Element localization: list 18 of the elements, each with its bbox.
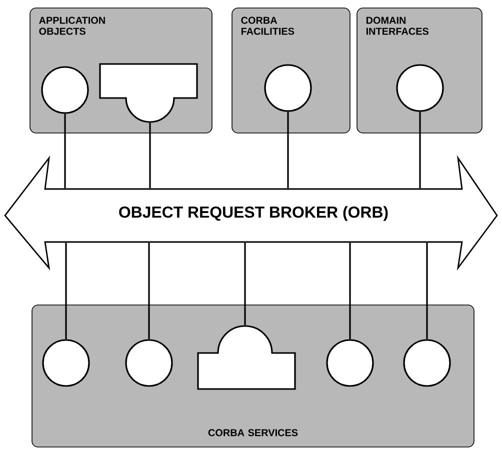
object-shape — [197, 325, 296, 390]
object-shape — [99, 63, 198, 123]
connector-line — [148, 242, 150, 340]
connector-line — [419, 112, 421, 188]
connector-line — [65, 242, 67, 340]
connector-line — [426, 242, 428, 340]
object-circle — [396, 64, 444, 112]
connector-line — [149, 122, 151, 188]
object-circle — [403, 339, 451, 387]
object-circle — [42, 339, 90, 387]
object-circle — [125, 339, 173, 387]
connector-line — [287, 112, 289, 188]
object-circle — [326, 339, 374, 387]
connector-line — [64, 114, 66, 188]
object-circle — [264, 64, 312, 112]
connector-line — [244, 242, 246, 326]
object-circle — [41, 66, 89, 114]
connector-line — [349, 242, 351, 340]
